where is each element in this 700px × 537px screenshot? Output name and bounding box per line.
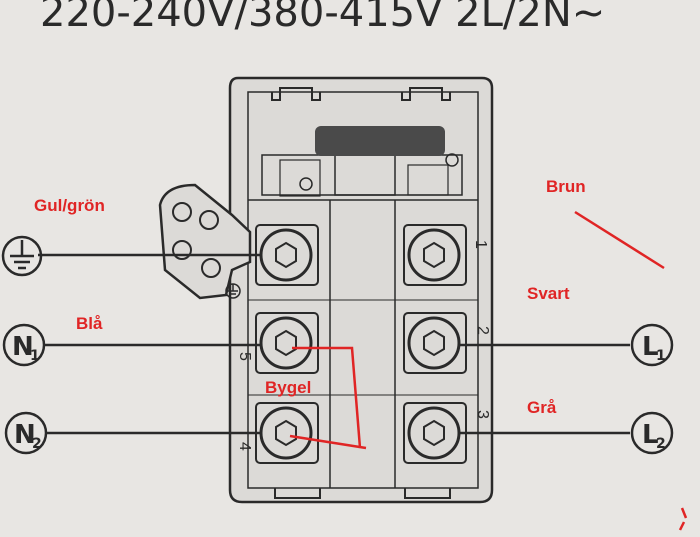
label-neutral: Blå (76, 314, 103, 333)
label-brown: Brun (546, 177, 586, 196)
line-1-letter: L (642, 332, 659, 362)
line-2-index: 2 (656, 436, 666, 452)
terminal-number-2: 2 (474, 326, 491, 335)
earth-icon (1, 235, 43, 277)
neutral-2-index: 2 (32, 436, 42, 452)
red-mark (678, 507, 688, 531)
ground-bracket (158, 183, 252, 300)
release-slot (315, 126, 445, 156)
screw-1 (403, 224, 467, 286)
terminal-number-1: 1 (472, 240, 489, 249)
label-grey: Grå (527, 398, 557, 417)
neutral-2-letter: N (14, 420, 36, 450)
line-2-letter: L (642, 420, 659, 450)
neutral-1-circle (2, 323, 46, 367)
line-2-circle (630, 411, 674, 455)
label-jumper: Bygel (265, 378, 312, 397)
neutral-2-circle (4, 411, 48, 455)
wires (38, 253, 630, 435)
label-ground: Gul/grön (34, 196, 105, 215)
terminal-number-5: 5 (236, 352, 253, 361)
earth-mark-small (225, 283, 241, 299)
screw-4 (255, 402, 319, 464)
screw-2 (403, 312, 467, 374)
screw-5 (255, 312, 319, 374)
neutral-1-index: 1 (30, 348, 40, 364)
line-1-circle (630, 323, 674, 367)
label-black: Svart (527, 284, 570, 303)
terminal-number-3: 3 (474, 410, 491, 419)
voltage-heading: 220-240V/380-415V 2L/2N~ (40, 0, 606, 36)
terminal-block (228, 76, 494, 504)
brown-pointer-line (574, 210, 665, 270)
terminal-number-4: 4 (236, 442, 253, 451)
jumper-lines (289, 346, 367, 450)
neutral-1-letter: N (12, 332, 34, 362)
screw-3 (403, 402, 467, 464)
line-1-index: 1 (656, 348, 666, 364)
